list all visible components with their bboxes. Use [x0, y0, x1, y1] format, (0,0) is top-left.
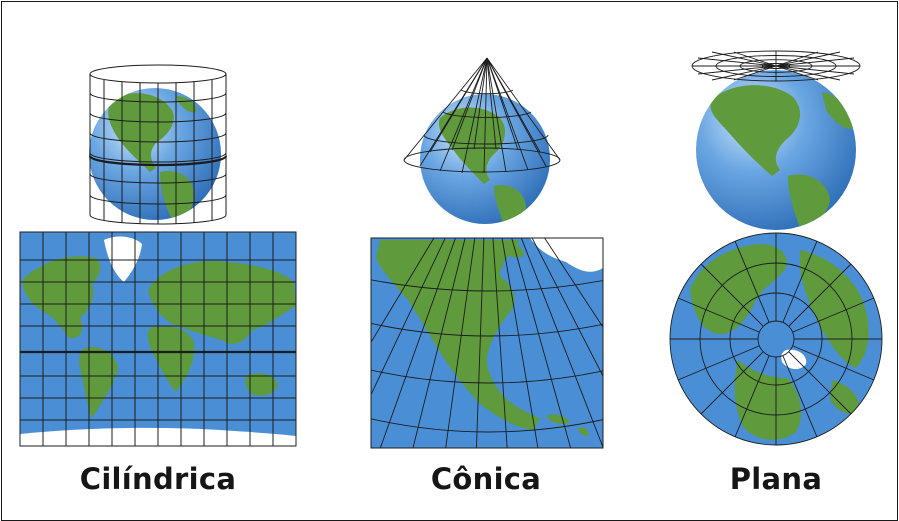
- conic-map: [370, 237, 604, 449]
- projection-illustrations: [19, 50, 883, 449]
- label-conica: Cônica: [430, 462, 542, 496]
- label-plana: Plana: [729, 462, 823, 496]
- label-cilindrica: Cilíndrica: [79, 462, 237, 496]
- conic-globe: [403, 57, 561, 224]
- planar-globe: [691, 50, 861, 230]
- planar-map: [669, 232, 883, 446]
- cylindrical-globe: [88, 64, 228, 225]
- cylindrical-map: [19, 231, 297, 447]
